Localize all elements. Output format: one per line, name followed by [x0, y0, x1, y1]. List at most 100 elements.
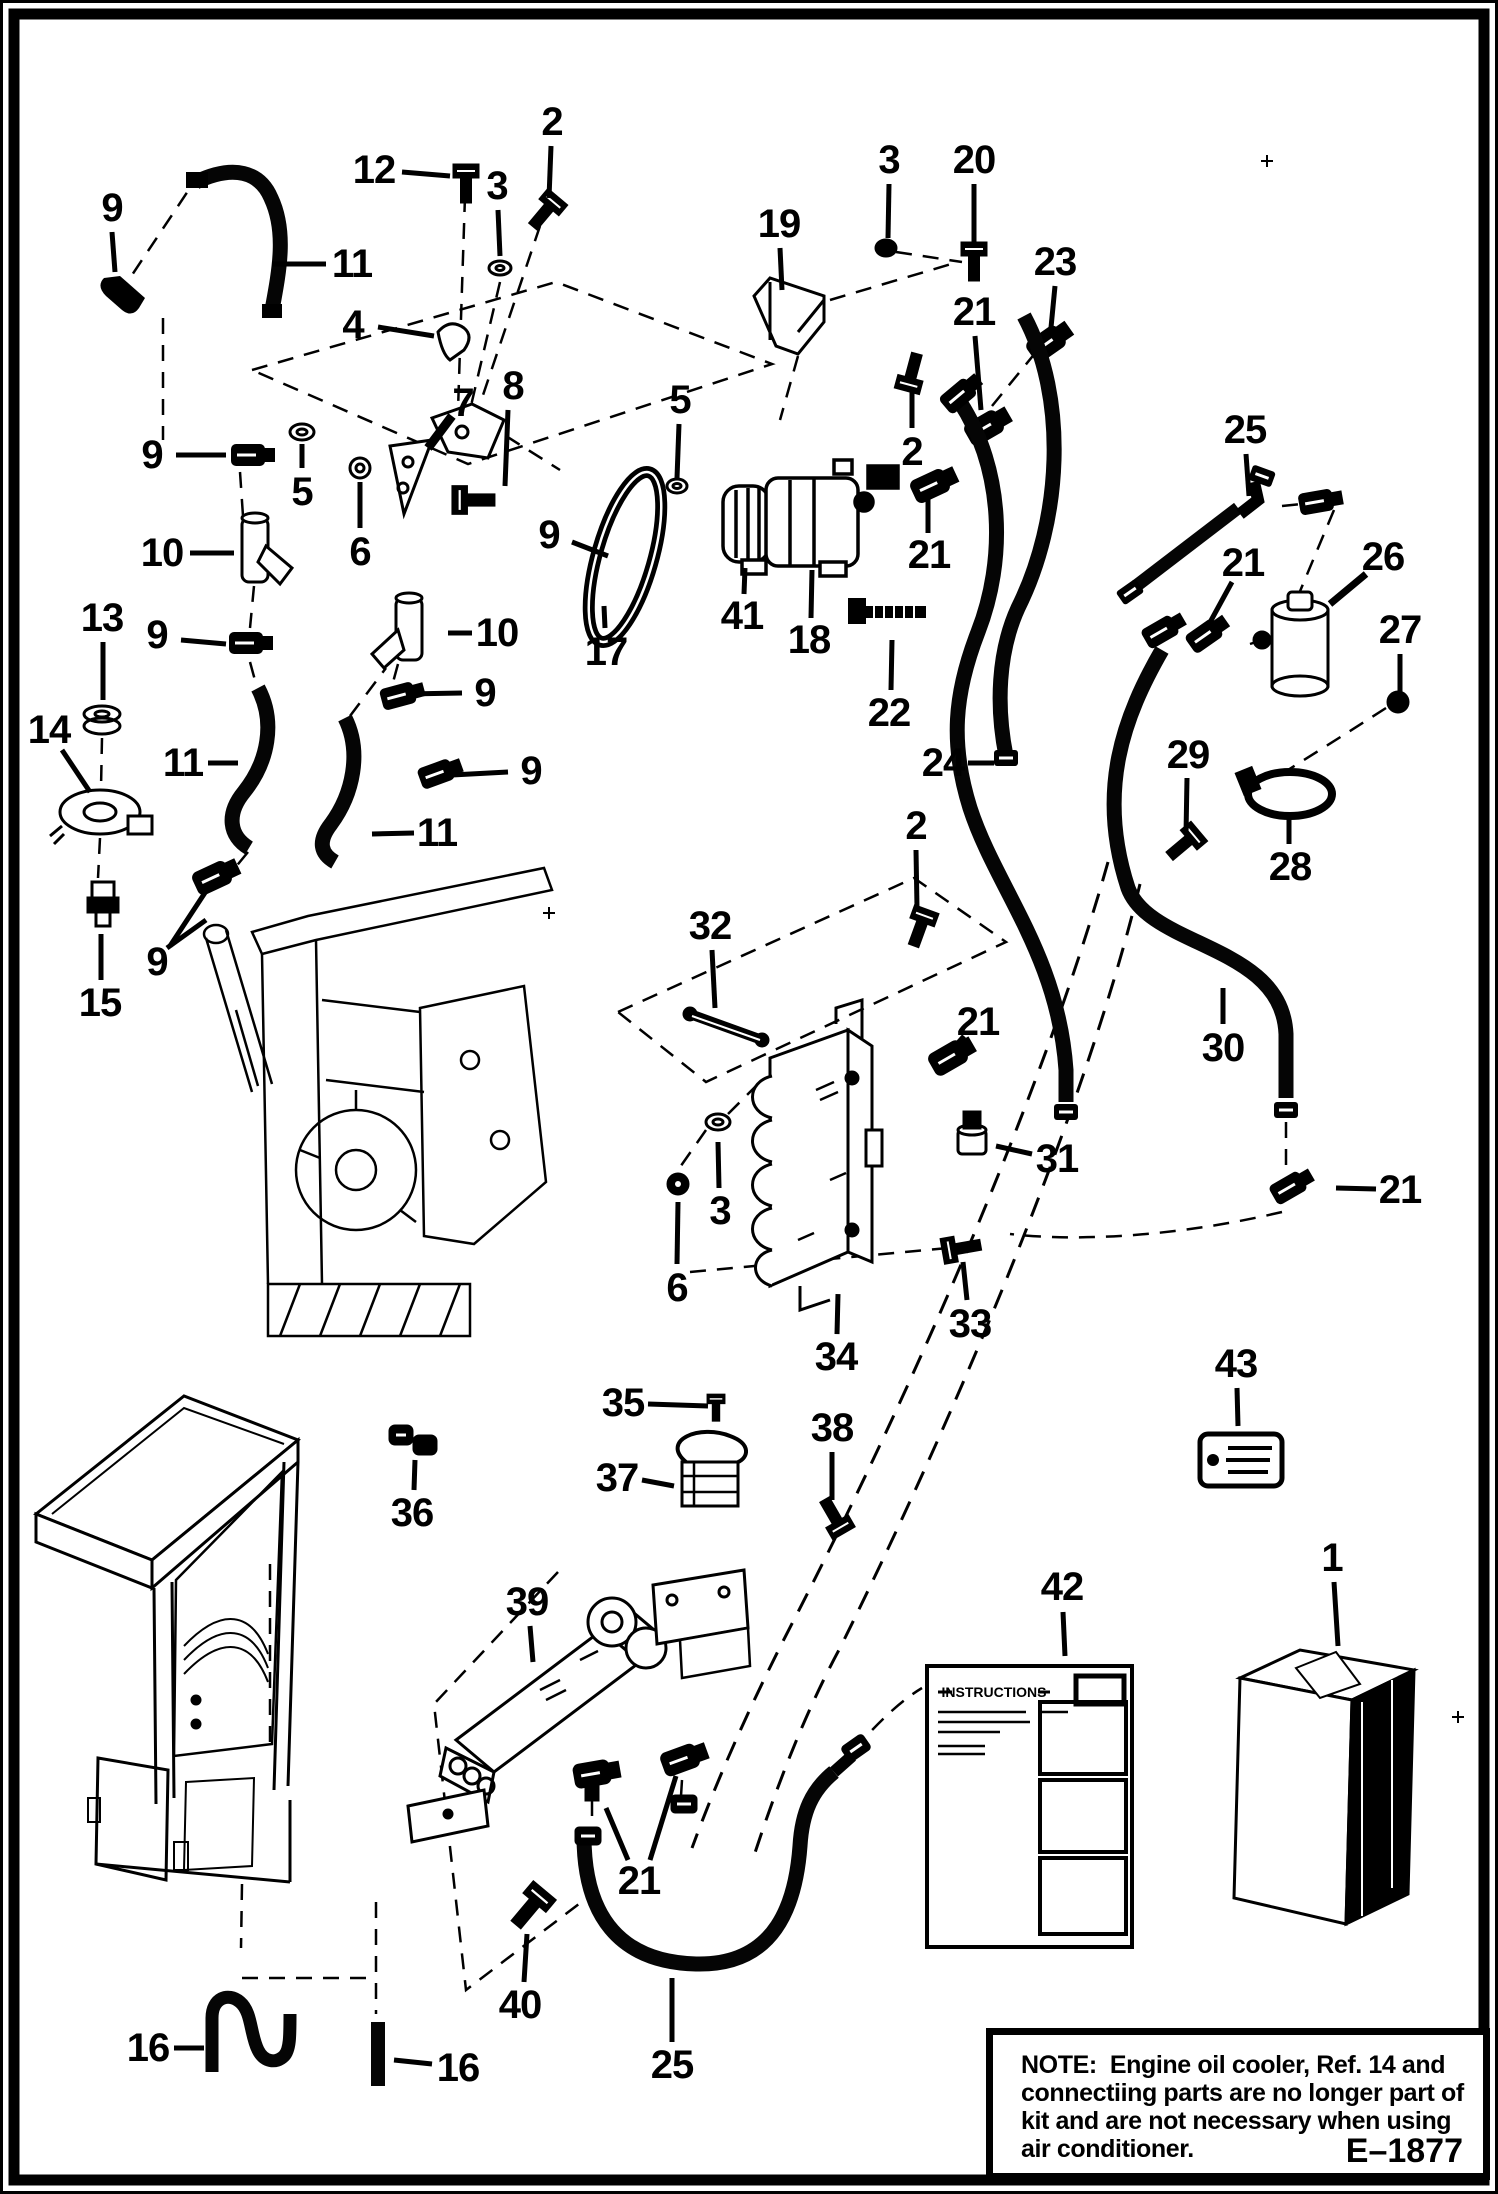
hose-11-middle [224, 684, 276, 855]
engine-frame-art [202, 866, 554, 1338]
callout-11: 11 [417, 811, 458, 855]
callout-1: 1 [1321, 1536, 1343, 1580]
hose-end-fittings [936, 368, 1346, 1208]
bolt-22 [848, 598, 926, 624]
callout-leader-26 [1327, 571, 1369, 607]
nut-3 [874, 238, 898, 258]
callout-leader-3 [885, 183, 892, 239]
callout-3: 3 [709, 1189, 730, 1233]
screw-35 [706, 1393, 726, 1422]
callout-40: 40 [499, 1983, 542, 2027]
compressor-18 [721, 458, 900, 578]
callout-leader-14 [59, 748, 93, 794]
washer-5 [665, 477, 689, 495]
callout-leader-9 [165, 917, 208, 951]
bolt-2 [893, 350, 930, 395]
callout-36: 36 [391, 1491, 434, 1535]
callout-27: 27 [1379, 608, 1422, 652]
callout-leader-18 [808, 569, 815, 619]
callout-42: 42 [1041, 1565, 1084, 1609]
callout-leader-36 [411, 1459, 418, 1491]
callout-34: 34 [815, 1335, 859, 1379]
cab-canopy-art [33, 1394, 301, 1884]
callout-21: 21 [1222, 541, 1265, 585]
mount-bracket-cluster [388, 163, 568, 520]
thermostat-37 [675, 1429, 748, 1508]
callout-9: 9 [538, 513, 559, 557]
clamp-fitting-9 [227, 630, 275, 656]
y-fitting-10-right [369, 591, 424, 671]
hose-nut-24 [1052, 1102, 1080, 1122]
hose-24 [949, 397, 1074, 1102]
callout-6: 6 [349, 530, 370, 574]
elbow-fitting-30 [1138, 607, 1191, 652]
callout-leader-37 [641, 1477, 675, 1489]
ac-hoses [205, 312, 1294, 2086]
instruction-sheet-42: INSTRUCTIONS [925, 1664, 1134, 1949]
callout-15: 15 [79, 981, 122, 1025]
callout-2: 2 [901, 430, 922, 474]
washer-13 [82, 704, 122, 736]
bolt-40 [504, 1880, 557, 1935]
note-text-line: NOTE: Engine oil cooler, Ref. 14 and [1021, 2051, 1446, 2079]
callout-13: 13 [81, 596, 124, 640]
hose-16-left [205, 1990, 297, 2072]
callout-12: 12 [353, 148, 396, 192]
callout-8: 8 [502, 364, 524, 408]
note-text-line: connectiing parts are no longer part of [1021, 2079, 1464, 2107]
callout-5: 5 [669, 378, 691, 422]
callout-leader-23 [1047, 285, 1058, 339]
callout-leader-6 [674, 1201, 681, 1265]
callout-leader-16 [393, 2057, 433, 2067]
instruction-sheet-title: INSTRUCTIONS [942, 1684, 1047, 1700]
callout-leader-2 [546, 145, 554, 199]
callout-leader-7 [424, 413, 456, 451]
hose-nut [574, 1826, 602, 1846]
y-fitting-10-left [240, 511, 295, 587]
callout-leader-41 [741, 567, 748, 595]
callout-leader-21 [972, 335, 984, 411]
washer-5 [288, 422, 316, 442]
callout-3: 3 [486, 164, 507, 208]
callout-21: 21 [1379, 1168, 1422, 1212]
elbow-fitting-9 [100, 276, 145, 314]
callout-leader-35 [647, 1401, 709, 1409]
elbow-fitting-9 [190, 855, 243, 897]
callout-leader-9 [180, 637, 227, 647]
grommets-36 [388, 1424, 438, 1456]
callout-9: 9 [101, 186, 122, 230]
callout-16: 16 [437, 2046, 480, 2090]
callout-leader-39 [527, 1625, 536, 1663]
callout-43: 43 [1215, 1342, 1258, 1386]
hose-30 [1106, 646, 1294, 1098]
bolt-20 [960, 241, 988, 282]
callout-leader-40 [521, 1933, 530, 1983]
callout-leader-25 [1243, 453, 1252, 497]
callout-9: 9 [520, 749, 541, 793]
mount-plate [406, 1788, 490, 1844]
callout-leader-11 [371, 830, 415, 837]
cooler-core-34 [751, 997, 884, 1313]
callout-32: 32 [689, 904, 732, 948]
callout-17: 17 [585, 630, 628, 674]
callout-19: 19 [758, 202, 801, 246]
note-box: NOTE: Engine oil cooler, Ref. 14 and con… [986, 2028, 1490, 2180]
callout-9: 9 [146, 940, 167, 984]
callout-26: 26 [1362, 535, 1405, 579]
callout-25: 25 [651, 2043, 694, 2087]
callout-leader-43 [1234, 1387, 1241, 1427]
callout-leader-21 [1205, 580, 1235, 628]
callout-leader-22 [888, 639, 895, 691]
hose-25-upper [1132, 502, 1242, 592]
cap-31 [956, 1110, 988, 1156]
clip-4 [436, 322, 471, 362]
callout-16: 16 [127, 2026, 170, 2070]
wand-32 [682, 1006, 770, 1048]
callout-38: 38 [811, 1406, 854, 1450]
registration-marks [543, 155, 1464, 1723]
callout-leader-42 [1060, 1611, 1068, 1657]
bolt-12 [452, 163, 480, 204]
callout-leader-9 [451, 769, 509, 778]
elbow-25 [1236, 480, 1265, 519]
